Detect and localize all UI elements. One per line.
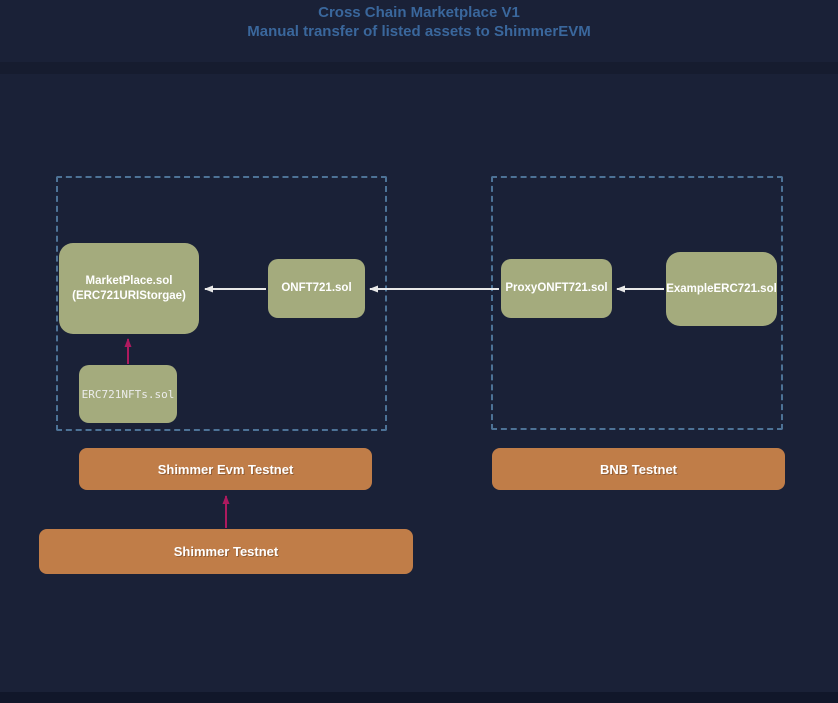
- diagram-title: Cross Chain Marketplace V1 Manual transf…: [0, 3, 838, 41]
- node-erc721nfts: ERC721NFTs.sol: [79, 365, 177, 423]
- chain-shimmer-testnet: Shimmer Testnet: [39, 529, 413, 574]
- node-exampleerc721: ExampleERC721.sol: [666, 252, 777, 326]
- diagram-title-line2: Manual transfer of listed assets to Shim…: [247, 23, 591, 40]
- chain-shimmer-evm-testnet-label: Shimmer Evm Testnet: [157, 461, 294, 477]
- node-marketplace: MarketPlace.sol (ERC721URIStorgae): [59, 243, 199, 334]
- node-exampleerc721-label: ExampleERC721.sol: [666, 282, 777, 295]
- node-proxyonft721-label: ProxyONFT721.sol: [505, 282, 608, 294]
- top-dark-band: [0, 62, 838, 74]
- chain-shimmer-evm-testnet: Shimmer Evm Testnet: [79, 448, 372, 490]
- chain-bnb-testnet: BNB Testnet: [492, 448, 785, 490]
- node-onft721-label: ONFT721.sol: [281, 282, 352, 294]
- diagram-title-line1: Cross Chain Marketplace V1: [318, 4, 520, 21]
- node-marketplace-label: MarketPlace.sol (ERC721URIStorgae): [72, 274, 186, 304]
- group-bnb-boundary: [491, 176, 783, 430]
- node-marketplace-label-line2: (ERC721URIStorgae): [72, 289, 186, 302]
- node-erc721nfts-label: ERC721NFTs.sol: [81, 387, 175, 401]
- node-onft721: ONFT721.sol: [268, 259, 365, 318]
- bottom-dark-band: [0, 692, 838, 703]
- chain-bnb-testnet-label: BNB Testnet: [599, 461, 678, 477]
- group-shimmer-evm-boundary: [56, 176, 387, 431]
- chain-shimmer-testnet-label: Shimmer Testnet: [173, 544, 279, 559]
- node-proxyonft721: ProxyONFT721.sol: [501, 259, 612, 318]
- node-marketplace-label-line1: MarketPlace.sol: [85, 274, 173, 287]
